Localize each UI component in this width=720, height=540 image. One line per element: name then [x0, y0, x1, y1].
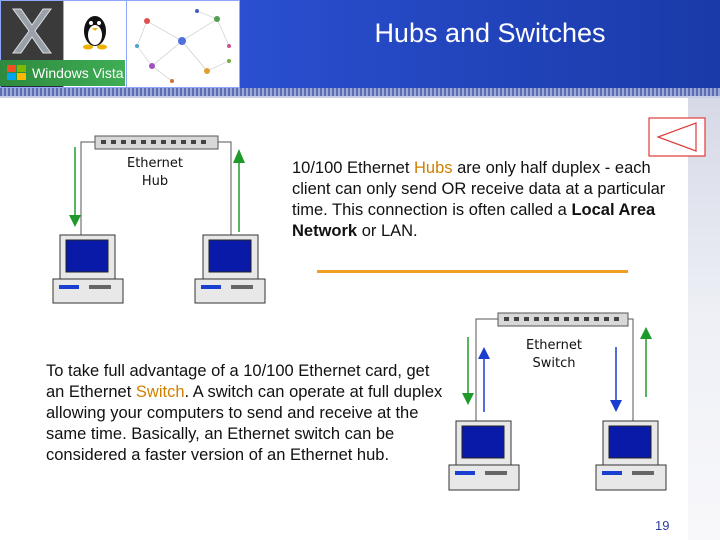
computer-icon: [448, 420, 520, 491]
down-arrow-icon: [462, 393, 474, 405]
linux-penguin-icon: [83, 16, 107, 50]
hub-label-line1: Ethernet: [127, 156, 183, 171]
network-graph-icon: [135, 9, 231, 83]
section-divider: [317, 270, 628, 273]
hub-text-3: or LAN.: [357, 222, 418, 240]
ethernet-hub-diagram: Ethernet Hub: [45, 127, 270, 307]
header-stripe: [0, 88, 720, 96]
switch-keyword: Switch: [135, 383, 185, 401]
switch-text-1: To take full advantage of a 10/100 Ether…: [46, 362, 430, 401]
lan-keyword: Local Area Network: [292, 201, 656, 240]
windows-vista-banner: Windows Vista: [0, 60, 125, 86]
play-triangle-icon[interactable]: [648, 117, 706, 157]
windows-flag-icon: [7, 65, 26, 80]
down-arrow-icon: [610, 400, 622, 412]
page-number: 19: [655, 518, 670, 533]
x-logo-thumbnail: [0, 0, 64, 88]
right-sidebar-decoration: [688, 98, 720, 540]
header-rule: [0, 96, 720, 98]
windows-vista-label: Windows Vista: [32, 65, 124, 81]
hub-description: 10/100 Ethernet Hubs are only half duple…: [292, 158, 684, 242]
up-arrow-icon: [640, 327, 652, 339]
computer-icon: [52, 234, 124, 304]
network-graph-thumbnail: [126, 0, 240, 88]
switch-label-line1: Ethernet: [526, 338, 582, 353]
hub-text-2: are only half duplex - each client can o…: [292, 159, 666, 219]
down-arrow-icon: [69, 215, 81, 227]
hub-label-line2: Hub: [142, 174, 168, 189]
switch-label-line2: Switch: [533, 356, 576, 371]
x-logo-icon: [1, 1, 63, 61]
hub-text-1: 10/100 Ethernet: [292, 159, 415, 177]
switch-text-2: . A switch can operate at full duplex al…: [46, 383, 443, 464]
up-arrow-icon: [478, 347, 490, 359]
switch-description: To take full advantage of a 10/100 Ether…: [46, 361, 446, 466]
hubs-keyword: Hubs: [414, 159, 453, 177]
ethernet-switch-diagram: Ethernet Switch: [448, 307, 676, 497]
header-gradient: [240, 0, 720, 88]
slide-title: Hubs and Switches: [374, 18, 606, 48]
up-arrow-icon: [233, 149, 245, 163]
computer-icon: [595, 420, 667, 491]
computer-icon: [194, 234, 266, 304]
